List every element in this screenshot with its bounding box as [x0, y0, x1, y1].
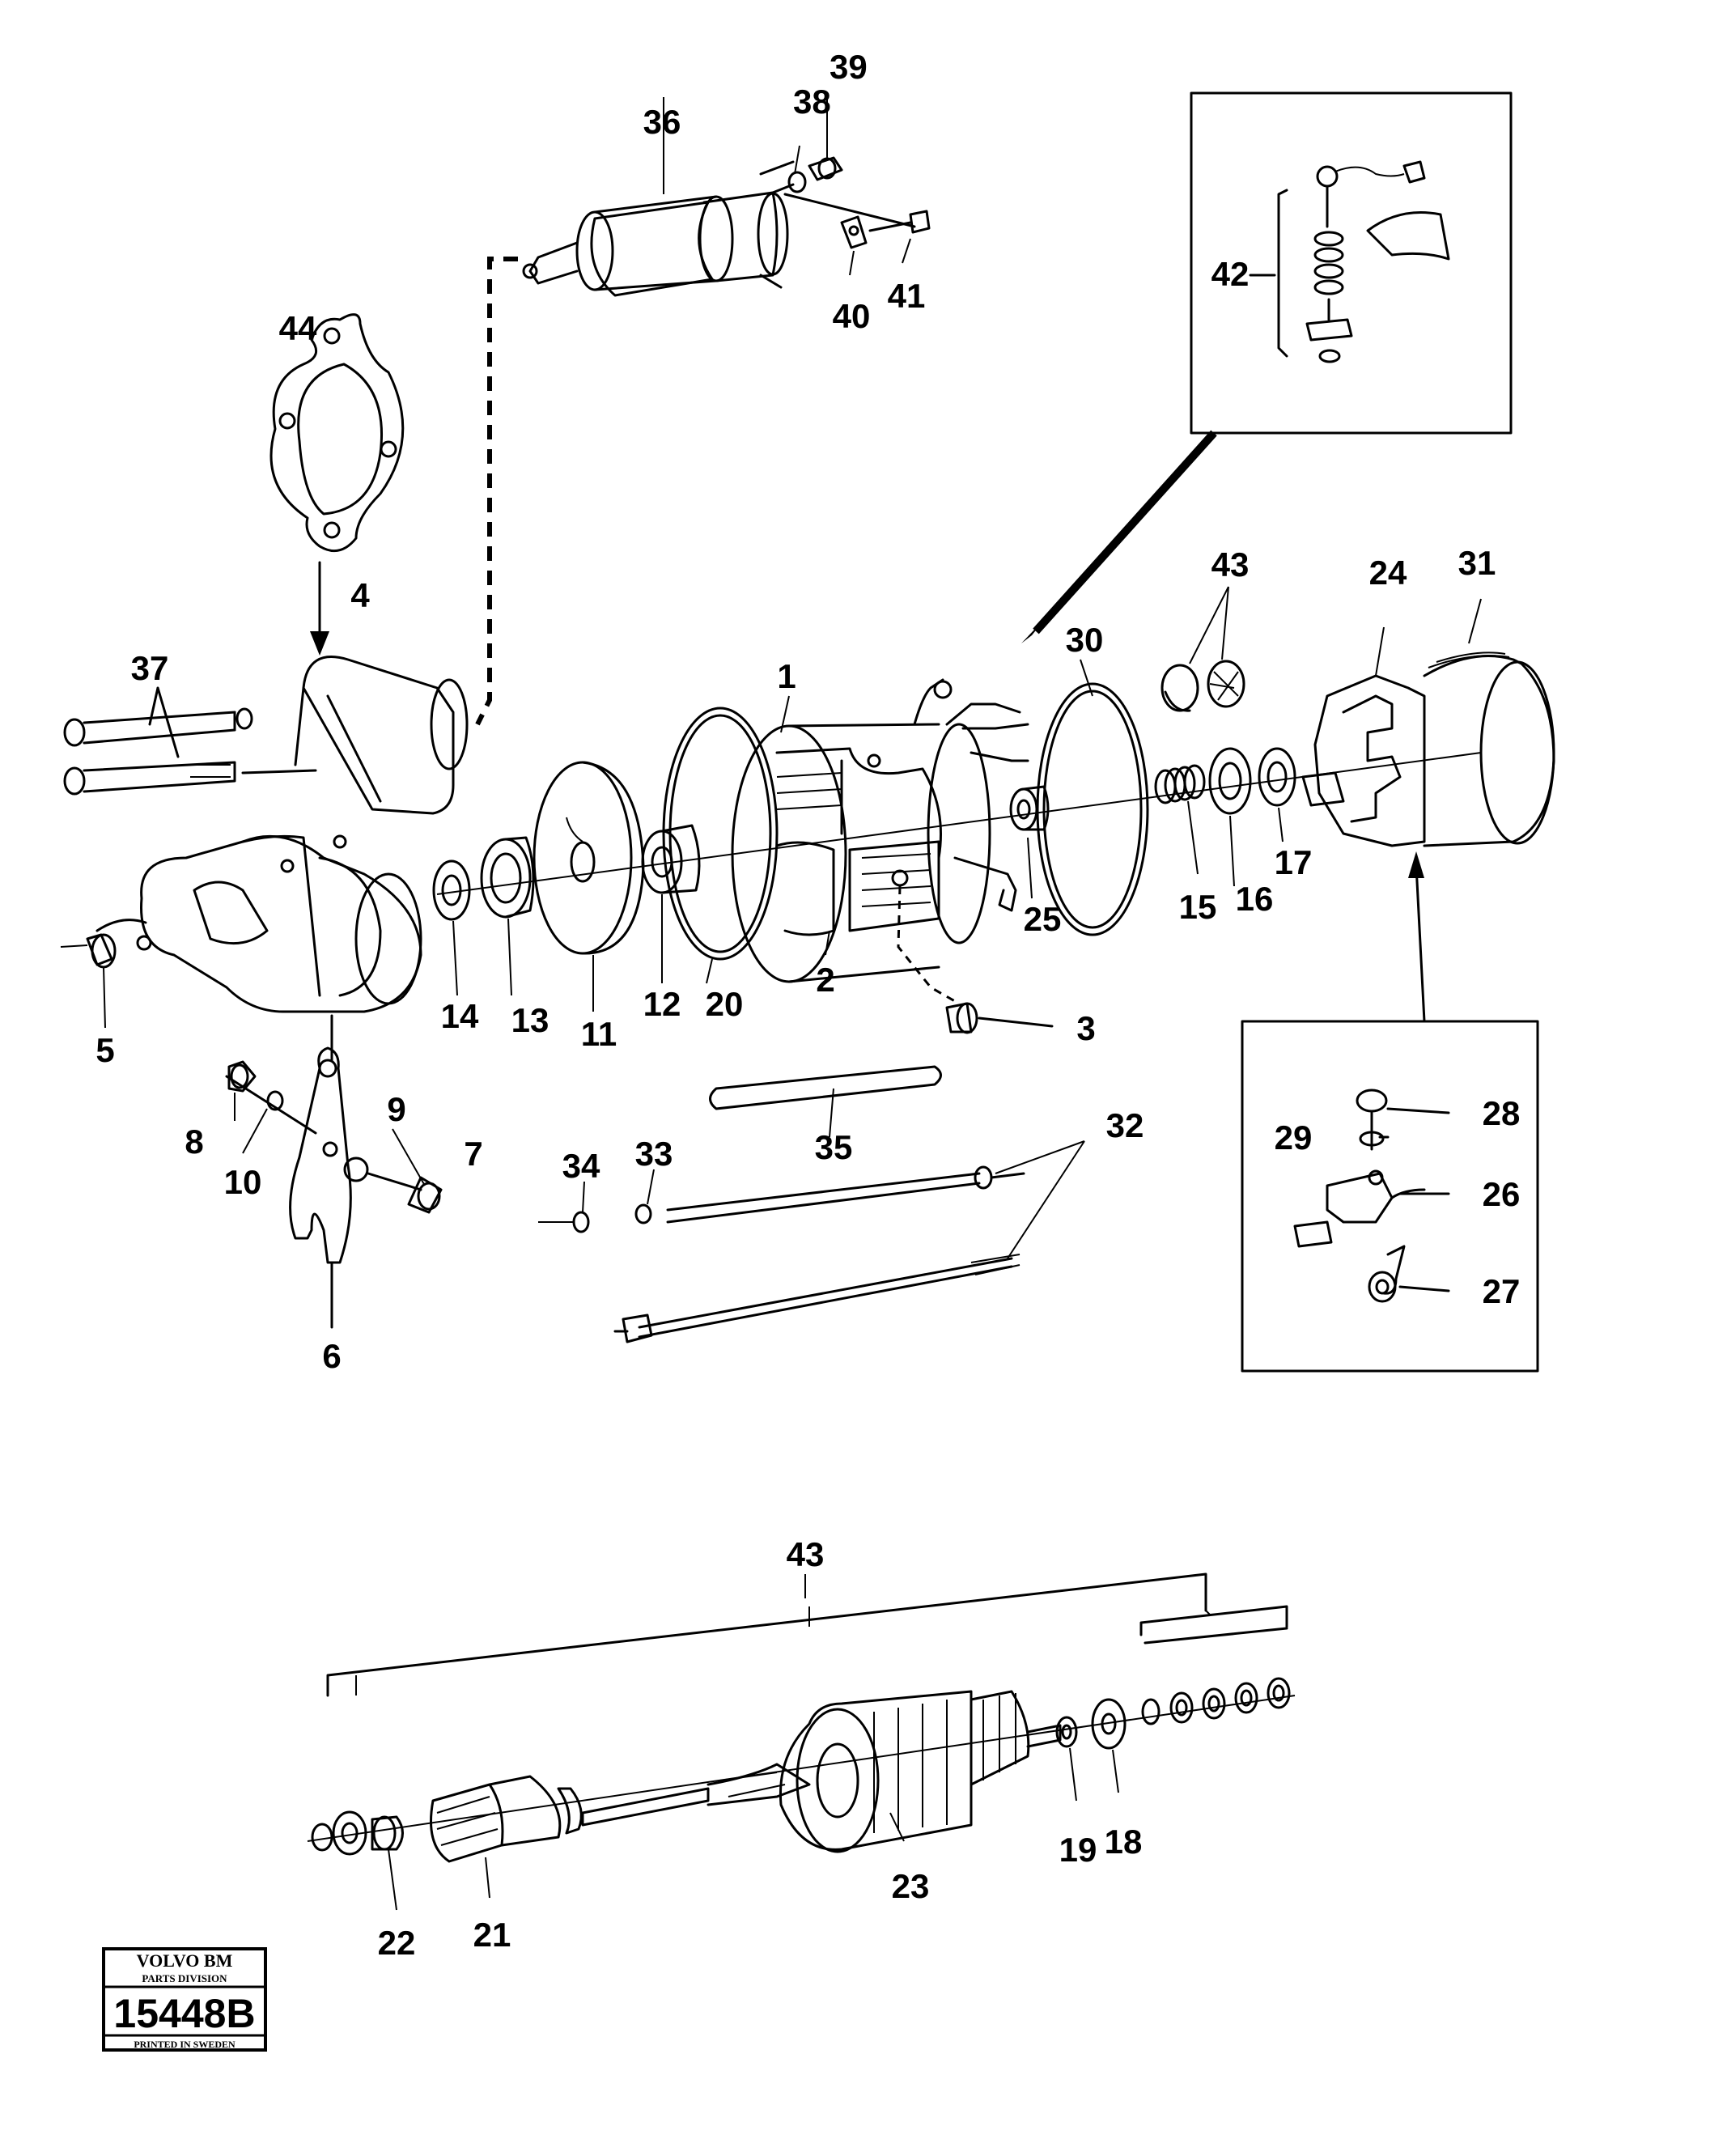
part-labels: 39 38 36 40 41 42 44 43 24 31 4 30 1 37 …	[95, 48, 1520, 1962]
ring-20	[662, 707, 779, 961]
assembly-axis	[436, 752, 1482, 895]
label-27: 27	[1483, 1272, 1521, 1310]
bearing-14-13	[432, 836, 535, 921]
label-23: 23	[892, 1867, 930, 1905]
label-35: 35	[815, 1128, 853, 1166]
label-17: 17	[1275, 843, 1313, 881]
shaft-35	[709, 1065, 942, 1110]
label-21: 21	[473, 1916, 511, 1954]
label-43-armature: 43	[787, 1535, 825, 1573]
label-32: 32	[1106, 1106, 1144, 1144]
label-39: 39	[830, 48, 868, 86]
label-6: 6	[322, 1337, 341, 1375]
label-36: 36	[643, 103, 681, 141]
end-plate-11	[533, 761, 645, 955]
stamp-brand: VOLVO BM	[137, 1950, 233, 1971]
label-15: 15	[1179, 888, 1217, 926]
volvo-bm-stamp: VOLVO BM PARTS DIVISION 15448B PRINTED I…	[102, 1947, 267, 2052]
screw-3	[897, 885, 1054, 1034]
label-41: 41	[888, 277, 926, 315]
label-5: 5	[95, 1031, 114, 1069]
label-3: 3	[1076, 1009, 1095, 1047]
commutator-end-housing-24	[1301, 674, 1426, 847]
label-4: 4	[350, 576, 370, 614]
label-37: 37	[131, 649, 169, 687]
label-10: 10	[224, 1163, 262, 1201]
label-14: 14	[441, 997, 479, 1035]
bushing-25	[1009, 785, 1050, 831]
label-8: 8	[185, 1123, 203, 1161]
label-29: 29	[1275, 1118, 1313, 1157]
screws-37	[63, 686, 317, 796]
label-42: 42	[1211, 255, 1250, 293]
inset-box-brush-holder	[1241, 851, 1539, 1373]
label-25: 25	[1024, 900, 1062, 938]
armature-assembly	[307, 1572, 1296, 1863]
stator-yoke-1	[731, 678, 1029, 983]
label-40: 40	[833, 297, 871, 335]
inset-pointer-line	[1415, 864, 1426, 1023]
label-7: 7	[464, 1135, 482, 1173]
end-cap-31	[1423, 651, 1555, 847]
stamp-printed: PRINTED IN SWEDEN	[134, 2039, 235, 2050]
label-38: 38	[793, 83, 831, 121]
label-13: 13	[511, 1001, 549, 1039]
label-18: 18	[1105, 1823, 1143, 1861]
label-30: 30	[1066, 621, 1104, 659]
label-12: 12	[643, 985, 681, 1023]
label-11: 11	[581, 1015, 617, 1053]
label-26: 26	[1483, 1175, 1521, 1213]
label-1: 1	[777, 657, 796, 695]
label-34: 34	[562, 1147, 600, 1185]
leader-lines	[103, 95, 1482, 1911]
inset-box-42	[1021, 91, 1513, 643]
label-16: 16	[1236, 880, 1274, 918]
solenoid-part	[522, 160, 916, 297]
label-28: 28	[1483, 1094, 1521, 1132]
label-19: 19	[1059, 1831, 1097, 1869]
inset-pointer-arrow	[1033, 430, 1217, 634]
label-2: 2	[816, 961, 834, 999]
gasket-part	[269, 313, 405, 656]
dashed-assembly-line	[475, 257, 518, 726]
label-31: 31	[1458, 544, 1496, 582]
drive-end-housing	[60, 656, 469, 1013]
label-43-top: 43	[1211, 545, 1250, 584]
stamp-number: 15448B	[113, 1991, 255, 2036]
spring-washers-15-16-17	[1154, 747, 1296, 815]
label-33: 33	[635, 1135, 673, 1173]
through-bolts-32	[538, 1165, 1025, 1343]
label-44: 44	[279, 309, 317, 347]
clip-screw-40-41	[840, 210, 931, 249]
nut-washer-38-39	[767, 156, 843, 196]
label-24: 24	[1369, 554, 1407, 592]
cap-plugs-43	[1161, 660, 1245, 712]
label-9: 9	[387, 1090, 405, 1128]
label-20: 20	[706, 985, 744, 1023]
label-22: 22	[378, 1924, 416, 1962]
stamp-division: PARTS DIVISION	[142, 1972, 227, 1984]
shift-lever-assembly	[225, 1014, 443, 1329]
ring-30	[1036, 682, 1149, 936]
